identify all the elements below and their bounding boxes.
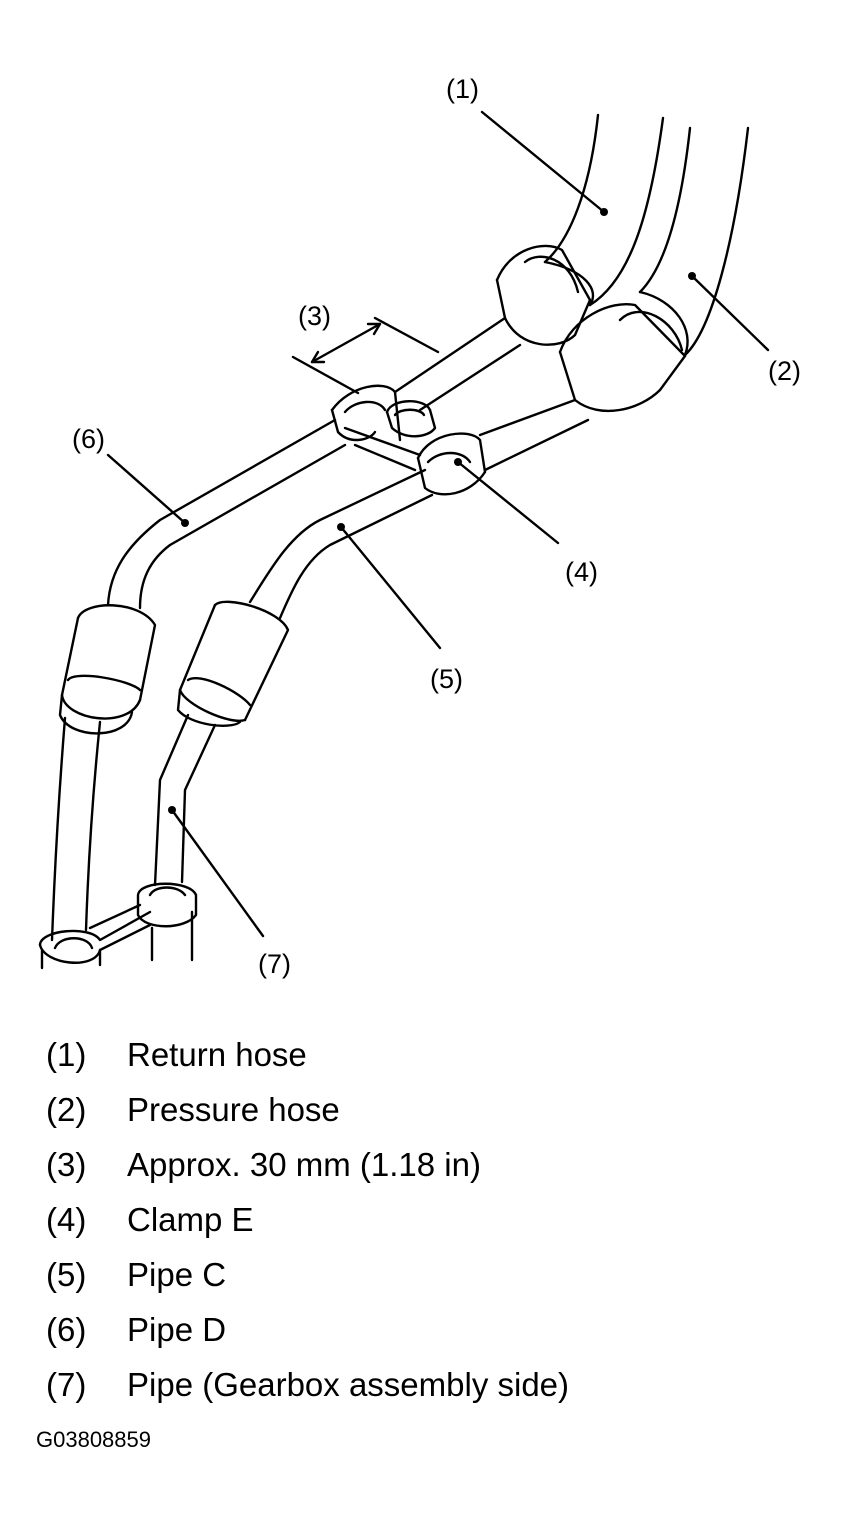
leader-lines xyxy=(106,110,770,938)
callout-4: (4) xyxy=(565,557,598,587)
legend-number: (7) xyxy=(46,1366,87,1403)
gearbox-side-pipe xyxy=(153,713,217,887)
legend-number: (3) xyxy=(46,1146,87,1183)
callout-2: (2) xyxy=(768,356,801,386)
legend-label: Pipe (Gearbox assembly side) xyxy=(127,1366,570,1403)
figure-id: G03808859 xyxy=(36,1427,151,1452)
leader-dots xyxy=(168,208,696,814)
pipe-c-ferrule xyxy=(176,600,290,727)
pipe-d xyxy=(106,418,347,610)
pipe-d-ferrule xyxy=(58,604,157,735)
legend-label: Pressure hose xyxy=(127,1091,340,1128)
callout-5: (5) xyxy=(430,664,463,694)
return-hose-ferrule xyxy=(495,244,592,346)
pressure-hose-ferrule xyxy=(558,303,687,413)
legend-number: (6) xyxy=(46,1311,87,1348)
callout-7: (7) xyxy=(258,949,291,979)
callout-3: (3) xyxy=(298,301,331,331)
pressure-hose xyxy=(638,126,750,357)
legend-label: Clamp E xyxy=(127,1201,254,1238)
legend-number: (2) xyxy=(46,1091,87,1128)
return-hose xyxy=(543,113,665,307)
legend-label: Approx. 30 mm (1.18 in) xyxy=(127,1146,481,1183)
legend-label: Pipe D xyxy=(127,1311,227,1348)
legend-number: (4) xyxy=(46,1201,87,1238)
hose-pipe-diagram: (1) (2) (3) (4) (5) (6) (7) xyxy=(38,74,801,979)
dimension-3 xyxy=(291,316,440,395)
legend-label: Pipe C xyxy=(127,1256,227,1293)
legend-label: Return hose xyxy=(127,1036,307,1073)
bottom-bracket xyxy=(38,882,198,970)
callout-1: (1) xyxy=(446,74,479,104)
pipe-c xyxy=(248,468,434,620)
callout-6: (6) xyxy=(72,424,105,454)
legend-number: (1) xyxy=(46,1036,87,1073)
legend-number: (5) xyxy=(46,1256,87,1293)
